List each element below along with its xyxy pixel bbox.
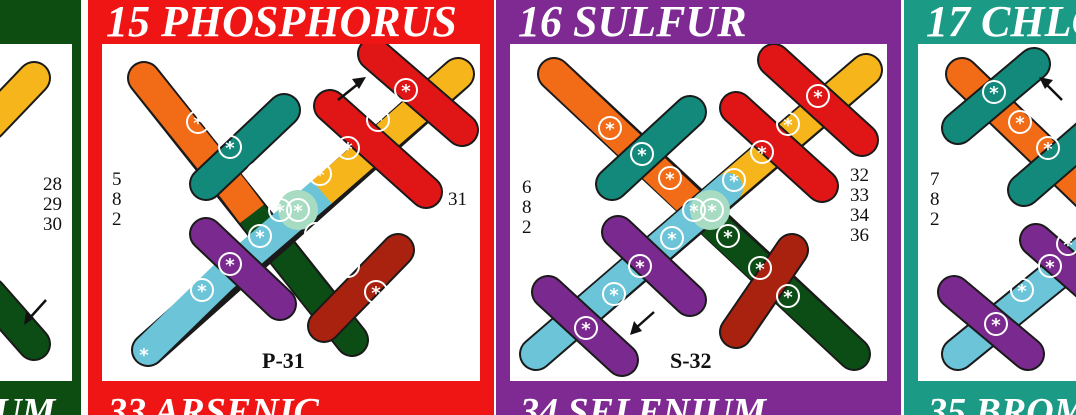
arrow-icon xyxy=(1039,77,1062,100)
phosphorus-isotope-label: P-31 xyxy=(262,348,305,374)
svg-text:*: * xyxy=(637,145,647,166)
sulfur-numbers-right: 32 33 34 36 xyxy=(850,166,869,246)
panel-sulfur: 16 SULFUR xyxy=(496,0,901,395)
sulfur-banner: 16 SULFUR xyxy=(496,0,901,44)
bottom-strip-left: UM xyxy=(0,395,81,415)
phosphorus-numbers-left: 5 8 2 xyxy=(112,170,122,230)
svg-text:*: * xyxy=(1043,139,1053,160)
panel-phosphorus: 15 PHOSPHORUS xyxy=(88,0,494,395)
bottom-bromine-label: 35 BROMINE xyxy=(928,395,1076,415)
svg-text:*: * xyxy=(1017,281,1027,302)
svg-text:*: * xyxy=(783,115,793,136)
svg-text:*: * xyxy=(783,287,793,308)
svg-text:*: * xyxy=(757,143,767,164)
svg-text:*: * xyxy=(293,201,303,222)
bottom-row: UM 33 ARSENIC 34 SELENIUM 35 BROMINE xyxy=(0,395,1076,415)
svg-text:*: * xyxy=(225,255,235,276)
chlorine-banner: 17 CHLORINE xyxy=(904,0,1076,44)
sulfur-numbers-left: 6 8 2 xyxy=(522,178,532,238)
svg-text:*: * xyxy=(689,201,699,222)
svg-text:*: * xyxy=(253,165,263,186)
bottom-strip-bromine: 35 BROMINE xyxy=(904,395,1076,415)
svg-text:*: * xyxy=(707,201,717,222)
svg-text:*: * xyxy=(225,138,235,159)
svg-text:*: * xyxy=(667,229,677,250)
sulfur-inner: *** *** *** *** *** * 6 8 2 32 33 34 36 … xyxy=(510,44,887,381)
svg-text:*: * xyxy=(581,319,591,340)
arrow-icon xyxy=(630,312,654,335)
bottom-strip-arsenic: 33 ARSENIC xyxy=(88,395,494,415)
svg-text:*: * xyxy=(371,283,381,304)
svg-text:*: * xyxy=(197,281,207,302)
svg-text:*: * xyxy=(991,315,1001,336)
svg-text:*: * xyxy=(139,345,149,366)
bottom-selenium-label: 34 SELENIUM xyxy=(520,395,766,415)
svg-text:*: * xyxy=(723,227,733,248)
left-partial-numbers: 28 29 30 xyxy=(36,175,62,235)
svg-text:*: * xyxy=(1063,235,1073,256)
chlorine-numbers-left: 7 8 2 xyxy=(930,170,940,230)
svg-text:*: * xyxy=(665,169,675,190)
svg-text:*: * xyxy=(635,257,645,278)
panel-left-partial: 28 29 30 xyxy=(0,0,81,395)
panel-chlorine: 17 CHLORINE * * * * * * * xyxy=(904,0,1076,395)
phosphorus-number-right: 31 xyxy=(448,190,467,210)
svg-text:*: * xyxy=(609,285,619,306)
chlorine-orbital-diagram: * * * * * * * xyxy=(918,44,1076,381)
arrow-icon xyxy=(338,77,366,100)
svg-text:*: * xyxy=(343,139,353,160)
svg-text:*: * xyxy=(1015,113,1025,134)
svg-text:*: * xyxy=(343,257,353,278)
svg-text:*: * xyxy=(373,111,383,132)
svg-text:*: * xyxy=(315,165,325,186)
bottom-left-label: UM xyxy=(0,395,55,415)
phosphorus-banner: 15 PHOSPHORUS xyxy=(88,0,494,44)
svg-text:*: * xyxy=(729,171,739,192)
svg-text:*: * xyxy=(255,227,265,248)
svg-text:*: * xyxy=(275,201,285,222)
svg-text:*: * xyxy=(193,113,203,134)
svg-text:*: * xyxy=(311,225,321,246)
svg-text:*: * xyxy=(401,81,411,102)
sulfur-isotope-label: S-32 xyxy=(670,348,712,374)
panel-left-partial-inner: 28 29 30 xyxy=(0,44,72,381)
svg-text:*: * xyxy=(605,119,615,140)
chlorine-inner: * * * * * * * 7 8 2 xyxy=(918,44,1076,381)
bottom-strip-selenium: 34 SELENIUM xyxy=(496,395,901,415)
phosphorus-inner: * * * * * * * * * * * * * * * * 5 8 2 31 P-31 xyxy=(102,44,480,381)
svg-text:*: * xyxy=(1045,257,1055,278)
bottom-arsenic-label: 33 ARSENIC xyxy=(108,395,319,415)
svg-text:*: * xyxy=(755,259,765,280)
phosphorus-orbital-diagram: * * * * * * * * * * * * * * * * xyxy=(102,44,480,381)
sulfur-orbital-diagram: * * * * * * * * * * * * * * * * xyxy=(510,44,887,381)
svg-text:*: * xyxy=(989,83,999,104)
svg-text:*: * xyxy=(813,87,823,108)
